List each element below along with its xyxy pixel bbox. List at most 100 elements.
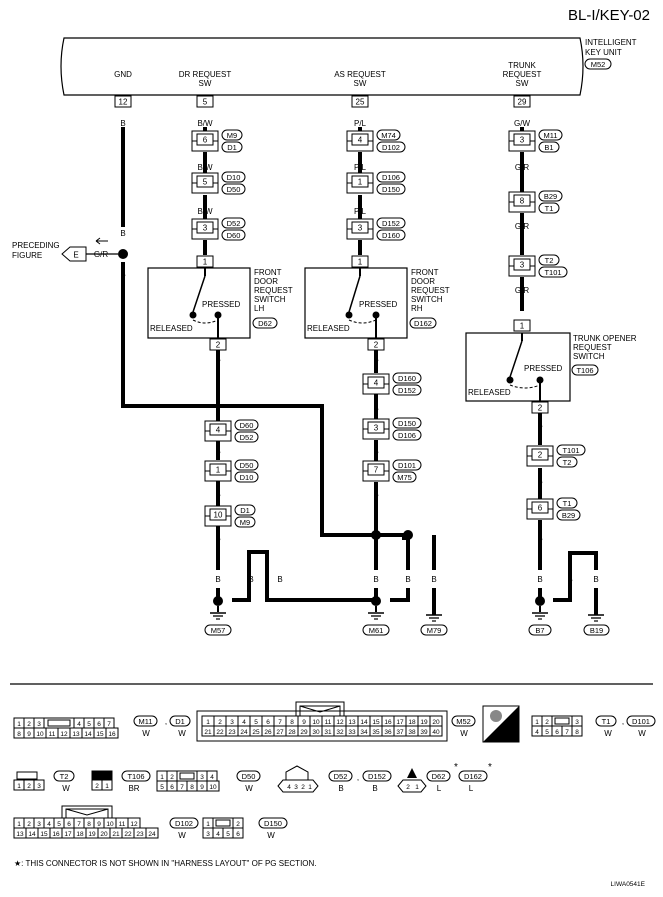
legend-pin: 6 [236,831,240,838]
wire-label-b: B [120,270,125,279]
wire-labels: B B B B/W B/W B/W P/L P/L P/L G/W G/R G/… [120,119,598,584]
wire-label-b: B [431,575,436,584]
legend-pin: 6 [170,784,174,791]
dr-connector-2-tag-b: D60 [227,231,241,240]
trunk-low-connector-0-tag-b: T2 [563,458,572,467]
legend-d1-color: W [178,729,186,738]
legend-d162-color: L [469,784,474,793]
ground-b7-label: B7 [535,626,544,635]
unit-pin-trunk: 29 [513,95,531,108]
legend-pin: 6 [266,719,270,726]
legend-pin: 16 [52,831,60,838]
legend-d62-color: L [437,784,442,793]
dr-low-connector-1-pin: 1 [216,466,221,475]
legend-pin: 14 [360,719,368,726]
ground-b19-label: B19 [590,626,603,635]
wire-label-b: B [120,119,125,128]
legend-pin: 1 [17,783,21,790]
trunk-connector-0-tag-a: M11 [543,131,557,140]
ground-m57-icon: M57 [204,596,232,636]
legend-pin: 40 [432,729,440,736]
as-low-connector-1-pin: 3 [374,424,379,433]
legend-pin: 6 [67,821,71,828]
legend-pin: 10 [312,719,320,726]
ground-m79-icon: M79 [420,614,448,636]
wire-label-pl: P/L [354,119,367,128]
trunk-low-connector-1-tag-a: T1 [563,499,572,508]
unit-name-line2: KEY UNIT [585,48,622,57]
trunk-connector-1-tag-a: B29 [544,192,557,201]
wire-label-b: B [373,355,378,364]
dr-low-connector-2-tag-a: D1 [240,506,250,515]
dr-connector-2-tag-a: D52 [227,219,241,228]
legend-pin: 4 [535,729,539,736]
legend-m11-color: W [142,729,150,738]
trunk-pressed-label: PRESSED [524,364,562,373]
trunk-conn: T106 [576,366,593,375]
legend-pin: 22 [124,831,132,838]
legend-pin: 3 [206,831,210,838]
as-low-connector-1-tag-b: D106 [398,431,416,440]
wire-label-b: B [537,477,542,486]
trunk-low-connector-0-tag-a: T101 [562,446,579,455]
legend-pin: 3 [37,783,41,790]
unit-conn-label: M52 [591,60,606,69]
trunk-connector-2-tag-b: T101 [544,268,561,277]
legend-pin: 8 [575,729,579,736]
wire-label-gr: G/R [515,222,529,231]
wire-label-bw: B/W [197,207,213,216]
unit-pin-as: 25 [351,95,369,108]
legend-pin: 29 [300,729,308,736]
legend-pin: 3 [37,721,41,728]
legend-pin: 14 [28,831,36,838]
as-connector-0-tag-b: D102 [382,143,400,152]
legend-d102-color: W [178,831,186,840]
wire-label-b: B [373,490,378,499]
dr-connector-0-pin: 6 [203,136,208,145]
front-door-switch-lh: 1 2 PRESSED RELEASED FRONT DOOR REQUEST … [147,255,293,351]
as-connector-2-pin: 3 [358,224,363,233]
trunk-request-label-3: SW [516,79,529,88]
legend-d152-tag: D152 [368,772,386,781]
legend-pin: 9 [97,821,101,828]
as-connector-1-tag-a: D106 [382,173,400,182]
legend-pin: 1 [160,774,164,781]
legend-pin: 31 [324,729,332,736]
legend-comma: , [165,717,167,726]
legend-pin: 26 [264,729,272,736]
wire-label-pl: P/L [354,207,367,216]
legend-pin: 15 [372,719,380,726]
legend-pin: 20 [432,719,440,726]
legend-pin: 27 [276,729,284,736]
as-low-connector-0-tag-b: D152 [398,386,416,395]
preceding-direction-arrow-icon [95,237,108,245]
preceding-label-2: FIGURE [12,251,42,260]
wire-label-b: B [593,575,598,584]
trunk-label-2: REQUEST [573,343,612,352]
legend-pin: 37 [396,729,404,736]
legend-pin: 16 [384,719,392,726]
wire-label-gr: G/R [515,163,529,172]
legend-pin: 7 [107,721,111,728]
lh-pressed-label: PRESSED [202,300,240,309]
wire-label-bw: B/W [197,119,213,128]
legend-comma: , [357,773,359,782]
legend-pin: 38 [408,729,416,736]
legend-pin: 9 [27,731,31,738]
wire-label-bw: B/W [197,163,213,172]
legend-pin: 1 [415,784,419,791]
legend-pin: 7 [180,784,184,791]
